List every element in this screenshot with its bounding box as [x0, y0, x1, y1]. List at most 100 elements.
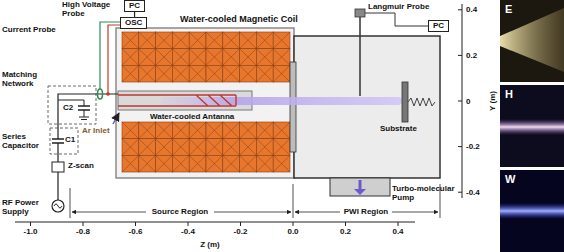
coil-winding: [156, 32, 173, 49]
coil-winding: [223, 49, 240, 66]
coil-winding: [223, 65, 240, 82]
coil-winding: [223, 122, 240, 139]
rf-circuit: [52, 162, 64, 172]
node-text: PC: [129, 1, 140, 11]
region-label: Source Region: [150, 207, 210, 216]
coil-winding: [206, 65, 223, 82]
region-markers: [70, 184, 440, 218]
photo-e: [500, 8, 564, 72]
langmuir-probe: [359, 17, 361, 96]
coil-winding: [156, 155, 173, 172]
pump: [359, 180, 362, 190]
node-text: H: [505, 88, 559, 100]
coil-winding: [172, 122, 189, 139]
coil-winding: [206, 49, 223, 66]
coil-winding: [273, 32, 290, 49]
coil-winding: [189, 139, 206, 156]
gas-inlet-arrow: [113, 113, 119, 124]
coil-winding: [240, 122, 257, 139]
probe-label: Current Probe: [2, 25, 56, 34]
coil-winding: [172, 49, 189, 66]
coil-winding: [273, 155, 290, 172]
coil-winding: [240, 139, 257, 156]
coil-winding: [206, 65, 223, 82]
rf-circuit: [54, 204, 62, 208]
coil-winding: [273, 155, 290, 172]
probe-wiring: [98, 89, 103, 99]
coil-winding: [122, 32, 139, 49]
coil-winding: [122, 155, 139, 172]
coil-winding: [223, 122, 240, 139]
coil-winding: [122, 139, 139, 156]
coil-winding: [273, 122, 290, 139]
coil-winding: [139, 65, 156, 82]
coil-winding: [223, 139, 240, 156]
photo-w: [500, 170, 564, 252]
coil-winding: [223, 32, 240, 49]
coil-winding: [206, 32, 223, 49]
component-label: Water-cooled Magnetic Coil: [180, 14, 298, 24]
coil-winding: [139, 49, 156, 66]
computer-box: PC: [124, 0, 145, 12]
coil-winding: [223, 155, 240, 172]
z-axis: [31, 222, 399, 226]
region-markers: [295, 212, 340, 213]
node-text: OSC: [125, 18, 142, 28]
coil-winding: [206, 32, 223, 49]
coil-winding: [256, 32, 273, 49]
coil-winding: [122, 139, 139, 156]
coil-winding: [139, 32, 156, 49]
probe-label: Langmuir Probe: [368, 2, 429, 11]
langmuir-probe: [355, 9, 365, 17]
coil-winding: [223, 139, 240, 156]
probe-wiring: [106, 92, 110, 96]
coil-winding: [122, 122, 139, 139]
coil-winding: [172, 122, 189, 139]
coil-winding: [206, 122, 223, 139]
coil-winding: [273, 49, 290, 66]
rf-circuit: [58, 94, 118, 200]
coil-winding: [273, 65, 290, 82]
photo-panel: H: [500, 85, 564, 167]
coil-winding: [172, 65, 189, 82]
coil-winding: [240, 32, 257, 49]
coil-winding: [240, 65, 257, 82]
substrate: [408, 98, 435, 106]
coil-winding: [223, 32, 240, 49]
coil-winding: [256, 139, 273, 156]
coil-winding: [172, 139, 189, 156]
coil-winding: [256, 32, 273, 49]
capacitor-label: C1: [65, 135, 75, 144]
coil-winding: [206, 155, 223, 172]
coil-winding: [206, 155, 223, 172]
coil-winding: [223, 49, 240, 66]
coil-winding: [223, 32, 240, 49]
coil-winding: [122, 32, 139, 49]
coil-winding: [256, 122, 273, 139]
coil-winding: [189, 155, 206, 172]
coil-winding: [189, 49, 206, 66]
coil-winding: [240, 32, 257, 49]
coil-winding: [189, 32, 206, 49]
coil-winding: [172, 49, 189, 66]
computer-box: PC: [428, 20, 449, 32]
component-label: Turbo-molecular Pump: [392, 184, 460, 202]
coil-winding: [256, 65, 273, 82]
axis-tick: 0.2: [340, 227, 351, 236]
langmuir-probe: [355, 9, 428, 96]
region-markers: [72, 212, 146, 213]
coil-winding: [223, 155, 240, 172]
coil-winding: [189, 65, 206, 82]
oscilloscope-box: OSC: [120, 17, 147, 29]
pump: [330, 178, 390, 196]
coil-winding: [223, 65, 240, 82]
coil-winding: [189, 49, 206, 66]
coil-winding: [156, 139, 173, 156]
gas-label: Ar Inlet: [82, 126, 110, 135]
axis-tick: -0.4: [466, 188, 480, 197]
coil-winding: [223, 65, 240, 82]
probe-wiring: [100, 22, 120, 89]
coil-winding: [240, 32, 257, 49]
region-markers: [70, 184, 440, 218]
